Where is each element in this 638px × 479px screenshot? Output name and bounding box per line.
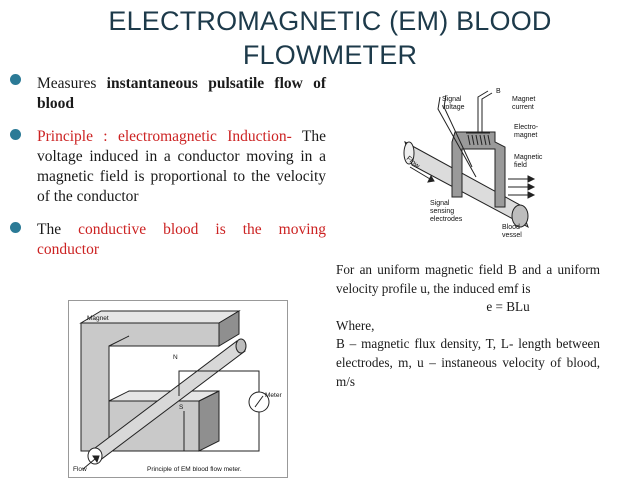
label-electrodes-3: electrodes — [430, 216, 463, 223]
slide-title-line2: FLOWMETER — [242, 40, 418, 70]
label-electrodes-1: Signal — [430, 200, 450, 207]
slide-title: ELECTROMAGNETIC (EM) BLOOD FLOWMETER — [60, 4, 600, 72]
measures-word: Measures — [37, 75, 97, 92]
magnet-current-wires — [437, 90, 493, 178]
electromagnet-shape — [451, 131, 506, 208]
label-magnetic-field-1: Magnetic — [514, 154, 543, 161]
label-magnet-current-1: Magnet — [512, 96, 535, 103]
meter-wires — [178, 370, 260, 452]
slide-title-line1: ELECTROMAGNETIC (EM) BLOOD — [108, 6, 552, 36]
conductor-the: The — [37, 221, 62, 238]
label-electromagnet-1: Electro- — [514, 124, 539, 131]
bullet-dot-icon — [10, 129, 21, 140]
bullet-principle: Principle : electromagnetic Induction- T… — [8, 127, 326, 207]
meter-icon — [248, 391, 270, 413]
flow-arrow — [82, 455, 100, 470]
emf-equation: e = BLu — [486, 299, 530, 315]
bullet-list: Measures instantaneous pulsatile flow of… — [8, 74, 326, 273]
note-definition: B – magnetic flux density, T, L- length … — [336, 336, 600, 389]
label-meter: Meter — [265, 392, 282, 399]
em-principle-diagram: Magnet N S Meter Flow Principle of EM bl… — [68, 300, 288, 478]
em-flowmeter-diagram: Signal voltage Magnet current Electro- m… — [403, 88, 543, 239]
label-magnet-current-2: current — [512, 104, 534, 111]
label-flow: Flow — [73, 466, 87, 473]
magnetic-field-arrows — [508, 175, 536, 199]
bullet-measures: Measures instantaneous pulsatile flow of… — [8, 74, 326, 114]
emf-explanation: For an uniform magnetic field B and a un… — [336, 261, 600, 391]
label-south: S — [179, 404, 184, 411]
bullet-conductor: The conductive blood is the moving condu… — [8, 220, 326, 260]
principle-heading: Principle : electromagnetic Induction- — [37, 128, 292, 145]
label-magnetic-field-2: field — [514, 162, 527, 169]
note-intro: For an uniform magnetic field B and a un… — [336, 262, 600, 296]
conductor-red-text: conductive blood is the moving conductor — [37, 221, 327, 258]
label-blood-vessel-2: vessel — [502, 232, 522, 239]
label-signal-voltage-2: voltage — [442, 104, 465, 111]
label-b: B — [496, 88, 501, 95]
label-electrodes-2: sensing — [430, 208, 454, 215]
measures-bold-text: instantaneous pulsatile flow of blood — [37, 75, 326, 112]
label-signal-voltage-1: Signal — [442, 96, 462, 103]
label-north: N — [173, 354, 178, 361]
label-blood-vessel-1: Blood — [502, 224, 520, 231]
bullet-dot-icon — [10, 74, 21, 85]
label-magnet: Magnet — [87, 315, 109, 322]
note-where: Where, — [336, 317, 375, 333]
flow-arrows — [409, 166, 435, 183]
bullet-dot-icon — [10, 222, 21, 233]
figure-caption: Principle of EM blood flow meter. — [147, 466, 242, 473]
principle-text: The voltage induced in a conductor movin… — [37, 128, 326, 205]
label-electromagnet-2: magnet — [514, 132, 537, 139]
